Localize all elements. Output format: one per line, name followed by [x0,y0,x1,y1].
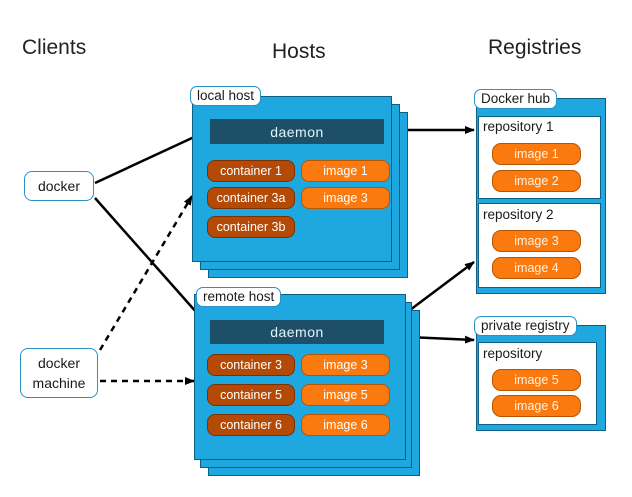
docker-hub-label: Docker hub [474,89,558,109]
docker-machine-client: docker machine [20,348,98,398]
repository-1-label: repository 1 [483,119,554,134]
local-image-1: image 1 [301,160,390,182]
arrow-machine-to-local-host [98,195,194,351]
arrow-docker-to-remote-daemon [94,197,206,323]
clients-title: Clients [22,36,87,59]
private-registry-label: private registry [474,316,577,336]
hub-repo1-image-1: image 1 [492,143,581,165]
local-daemon: daemon [210,119,384,144]
repository-2-label: repository 2 [483,207,554,222]
remote-image-3: image 3 [301,354,390,376]
private-image-5: image 5 [492,369,581,391]
private-image-6: image 6 [492,395,581,417]
private-repository-label: repository [483,346,543,361]
local-host-label: local host [190,86,262,106]
docker-machine-label-line1: docker [37,355,81,371]
docker-client: docker [24,171,94,201]
arrow-docker-to-local-daemon [94,130,206,185]
hub-repo1-image-2: image 2 [492,170,581,192]
local-container-1: container 1 [207,160,295,182]
local-container-3a: container 3a [207,187,295,209]
docker-machine-label-line2: machine [32,375,86,391]
remote-container-6: container 6 [207,414,295,436]
hub-repo2-image-4: image 4 [492,257,581,279]
remote-daemon: daemon [210,320,384,344]
docker-client-label: docker [37,178,81,194]
remote-container-3: container 3 [207,354,295,376]
remote-container-5: container 5 [207,384,295,406]
hosts-title: Hosts [272,40,326,63]
remote-image-6: image 6 [301,414,390,436]
local-container-3b: container 3b [207,216,295,238]
hub-repo2-image-3: image 3 [492,230,581,252]
remote-image-5: image 5 [301,384,390,406]
local-image-3: image 3 [301,187,390,209]
registries-title: Registries [488,36,582,59]
remote-host-label: remote host [196,287,282,307]
